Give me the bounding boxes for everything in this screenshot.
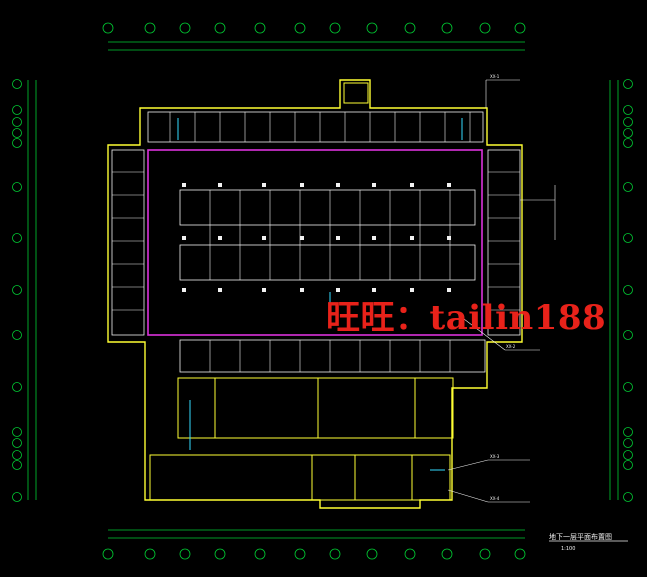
parking-bay-col-left — [111, 149, 145, 336]
top-axis-markers — [102, 22, 526, 34]
callout-leaders — [447, 79, 556, 503]
interior-walls — [149, 82, 454, 501]
structural-columns — [182, 183, 451, 292]
duct-loop — [147, 149, 483, 336]
parking-bay-row-mid-1 — [179, 189, 476, 226]
callout-label-3: XX-3 — [490, 454, 500, 459]
left-dimension-line — [27, 80, 37, 500]
drawing-title: 地下一层平面布置图 — [549, 533, 612, 541]
top-dimension-line — [108, 41, 525, 51]
right-dimension-line — [609, 80, 619, 500]
drawing-scale: 1:100 — [561, 546, 576, 552]
right-axis-markers — [623, 79, 633, 502]
parking-bays — [111, 111, 521, 373]
parking-bay-row-mid-2 — [179, 244, 476, 281]
bottom-axis-markers — [102, 548, 526, 560]
parking-bay-row-top — [147, 111, 484, 143]
watermark-text: 旺旺：tailin188 — [326, 298, 607, 338]
parking-bay-col-right — [487, 149, 521, 336]
building-outline — [107, 79, 523, 509]
parking-bay-dividers — [112, 112, 520, 372]
callout-label-2: XX-2 — [506, 344, 516, 349]
pipes — [177, 118, 463, 471]
parking-bay-row-bottom — [179, 339, 486, 373]
callout-label-1: XX-1 — [490, 74, 500, 79]
bottom-dimension-line — [108, 529, 525, 539]
callout-label-4: XX-4 — [490, 496, 500, 501]
left-axis-markers — [12, 79, 22, 502]
